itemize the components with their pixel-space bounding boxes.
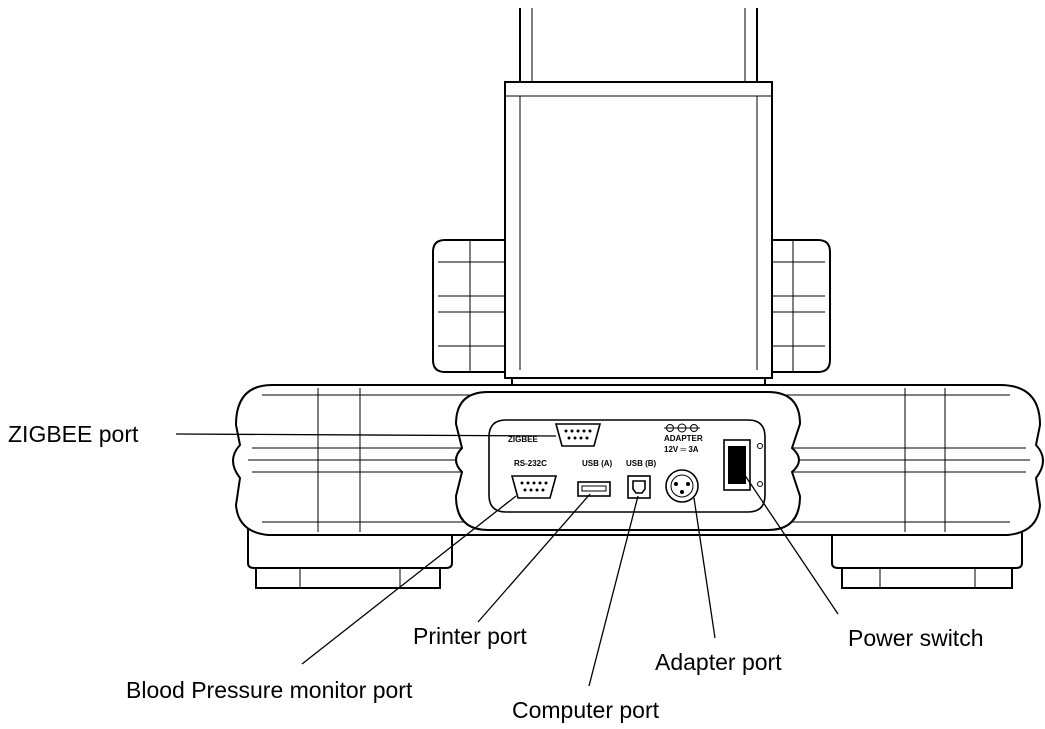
- rs232c-db9-connector: [510, 475, 558, 499]
- usb-b-panel-label: USB (B): [626, 459, 657, 468]
- blood-pressure-port-callout: Blood Pressure monitor port: [126, 677, 413, 703]
- adapter-panel-label: ADAPTER: [664, 434, 703, 443]
- adapter-port-callout: Adapter port: [655, 649, 782, 675]
- connector-panel: ZIGBEE RS-232C USB (A) USB (B): [454, 391, 802, 531]
- left-adjust-knob: [432, 239, 506, 373]
- column-housing: [504, 81, 773, 399]
- zigbee-port-callout: ZIGBEE port: [8, 421, 139, 447]
- support-pole: [519, 8, 758, 82]
- rs232c-panel-label: RS-232C: [514, 459, 547, 468]
- zigbee-db9-connector: [554, 423, 602, 447]
- adapter-din-connector: [665, 469, 699, 503]
- callout-leaders: [175, 433, 839, 687]
- zigbee-panel-label: ZIGBEE: [508, 435, 538, 444]
- power-switch-callout: Power switch: [848, 625, 984, 651]
- usb-b-connector: [627, 475, 651, 499]
- usb-a-panel-label: USB (A): [582, 459, 613, 468]
- usb-a-connector: [577, 481, 611, 497]
- computer-port-callout: Computer port: [512, 697, 660, 723]
- printer-port-callout: Printer port: [413, 623, 527, 649]
- power-rocker-switch: [723, 439, 763, 491]
- adapter-polarity-icon: [664, 423, 700, 433]
- adapter-rating-label: 12V ═ 3A: [664, 445, 699, 454]
